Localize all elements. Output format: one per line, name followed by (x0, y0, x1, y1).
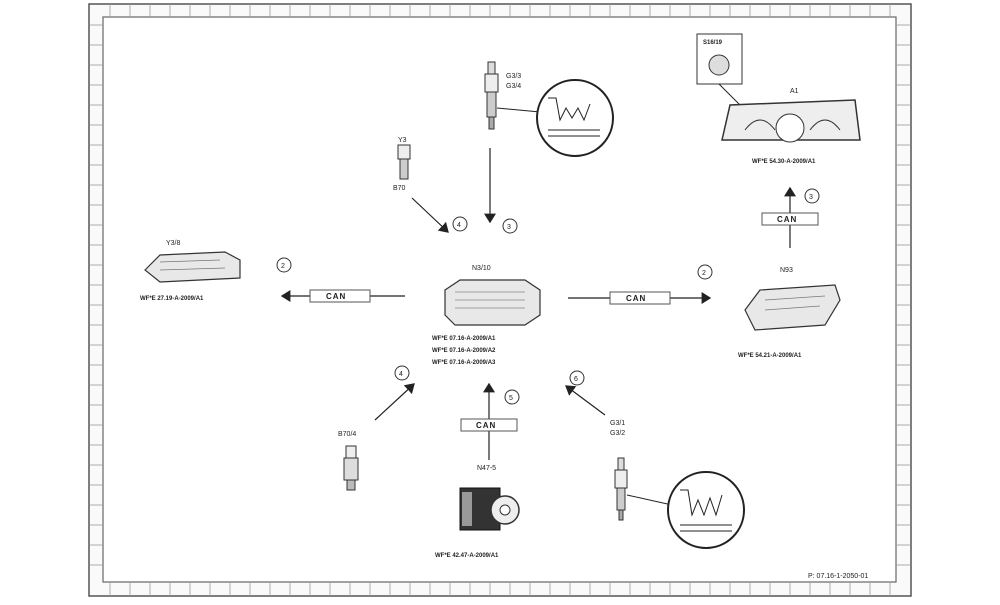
center-ref-3: WF*E 07.16-A-2009/A3 (432, 360, 496, 366)
bottom-right-num: 6 (574, 376, 578, 383)
bottom-center-unit: 5 CAN N47-5 WF*E 42.47-A-2009/A1 (435, 382, 520, 559)
cluster-ref: WF*E 54.30-A-2009/A1 (752, 159, 816, 165)
center-ref-2: WF*E 07.16-A-2009/A2 (432, 348, 496, 354)
top-sensor: G3/3 G3/4 3 (484, 61, 614, 234)
injector: Y3 B70 4 (393, 137, 468, 233)
bottom-center-ref: WF*E 42.47-A-2009/A1 (435, 553, 499, 559)
cluster-can-label: CAN (777, 215, 797, 224)
bottom-center-can-label: CAN (476, 421, 496, 430)
left-unit-id: Y3/8 (166, 240, 181, 247)
bottom-right-label-1: G3/1 (610, 420, 625, 427)
footer-code: P: 07.16-1-2050-01 (808, 573, 868, 580)
switch-label: S16/19 (703, 40, 723, 46)
injector-sub-label: Y3 (398, 137, 407, 144)
cluster-num: 3 (809, 194, 813, 201)
right-unit: CAN 2 N93 WF*E 54.21-A-2009/A1 (568, 264, 841, 359)
bottom-right-sensor: 6 G3/1 G3/2 (565, 370, 745, 549)
bottom-right-label-2: G3/2 (610, 430, 625, 437)
bottom-center-num: 5 (509, 395, 513, 402)
bottom-left-num: 4 (399, 371, 403, 378)
right-unit-num: 2 (702, 270, 706, 277)
injector-label: B70 (393, 185, 406, 192)
left-unit: Y3/8 WF*E 27.19-A-2009/A1 CAN 2 (140, 240, 405, 303)
left-can-label: CAN (326, 292, 346, 301)
cluster-id: A1 (790, 88, 799, 95)
injector-num: 4 (457, 222, 461, 229)
top-sensor-label-2: G3/4 (506, 83, 521, 90)
bottom-left-sensor: 4 B70/4 (338, 365, 415, 491)
bottom-center-id: N47-5 (477, 465, 496, 472)
top-sensor-num: 3 (507, 224, 511, 231)
top-sensor-label-1: G3/3 (506, 73, 521, 80)
right-can-label: CAN (626, 294, 646, 303)
center-ref-1: WF*E 07.16-A-2009/A1 (432, 336, 496, 342)
waveform-circle-top (536, 79, 614, 157)
center-control-unit: N3/10 WF*E 07.16-A-2009/A1 WF*E 07.16-A-… (432, 265, 541, 366)
right-unit-id: N93 (780, 267, 793, 274)
left-unit-ref: WF*E 27.19-A-2009/A1 (140, 296, 204, 302)
center-id: N3/10 (472, 265, 491, 272)
right-unit-ref: WF*E 54.21-A-2009/A1 (738, 353, 802, 359)
bottom-left-label: B70/4 (338, 431, 356, 438)
instrument-cluster: S16/19 A1 WF*E 54.30-A-2009/A1 CAN 3 (696, 33, 861, 248)
left-unit-num: 2 (281, 263, 285, 270)
